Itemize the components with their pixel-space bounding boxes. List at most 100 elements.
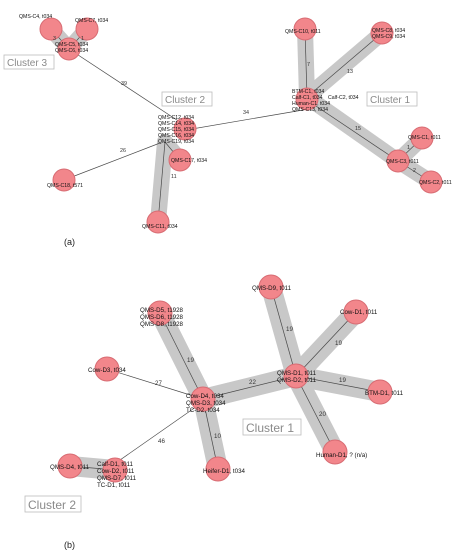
node-b-qms-d1-d2[interactable] <box>283 363 309 389</box>
node-label: QMS-D8, t1928 <box>140 321 184 328</box>
node-a-qms-c10[interactable] <box>293 17 317 41</box>
node-b-cow-d4-hub[interactable] <box>190 386 216 412</box>
edge-weight: 34 <box>243 110 249 116</box>
panel-label: (a) <box>64 237 75 247</box>
node-label: QMS-C1, t011 <box>408 135 441 141</box>
node-label: BTM-D1, t011 <box>365 390 404 397</box>
edge-weight: 19 <box>335 340 342 347</box>
node-label: QMS-C9, t034 <box>372 34 405 40</box>
node-b-qms-d5-d6-d8[interactable] <box>147 300 173 326</box>
node-a-qms-c7[interactable] <box>75 17 99 41</box>
node-a-cluster1-hub[interactable] <box>295 87 319 111</box>
edge-weight: 46 <box>158 438 165 445</box>
node-a-qms-c3[interactable] <box>386 149 410 173</box>
node-label: QMS-C18, t571 <box>47 183 83 189</box>
node-label: QMS-D7, t011 <box>97 475 137 482</box>
edge-weight: 1 <box>81 36 84 42</box>
node-label: QMS-C4, t034 <box>19 14 52 20</box>
cluster-label: Cluster 2 <box>28 498 76 512</box>
cluster-label: Cluster 1 <box>246 421 294 435</box>
node-label: TC-D1, t011 <box>97 482 131 489</box>
node-label: QMS-C16, t034 <box>158 133 194 139</box>
edge-weight: 2 <box>413 168 416 174</box>
edge-weight: 19 <box>286 326 293 333</box>
node-a-qms-c5-c6[interactable] <box>57 37 81 61</box>
edge-weight: 27 <box>155 380 162 387</box>
node-label: Cow-D2, t011 <box>97 468 135 475</box>
node-label: QMS-C2, t011 <box>419 180 452 186</box>
node-label: Cow-D4, t034 <box>186 393 224 400</box>
edge-weight: 19 <box>339 377 346 384</box>
node-label: TC-D2, t034 <box>186 407 220 414</box>
panel-label: (b) <box>64 540 75 550</box>
cluster-label: Cluster 1 <box>370 95 410 106</box>
edge-weight: 1 <box>407 145 410 151</box>
edge-weight: 7 <box>307 62 310 68</box>
node-b-heifer-d1[interactable] <box>205 456 231 482</box>
panel-b-edge-weights: 19 19 19 27 22 19 20 10 46 <box>155 326 346 445</box>
node-label: QMS-D3, t034 <box>186 400 226 407</box>
node-a-qms-c4[interactable] <box>39 17 63 41</box>
node-label: QMS-C6, t034 <box>55 48 88 54</box>
node-label: Calf-C2, t034 <box>328 95 359 101</box>
node-a-qms-c2[interactable] <box>419 170 443 194</box>
node-b-qms-d9[interactable] <box>258 274 284 300</box>
edge-weight: 26 <box>120 148 126 154</box>
node-label: QMS-C13, t034 <box>292 107 328 113</box>
node-label: QMS-C3, t011 <box>386 159 419 165</box>
node-a-cluster2-hub[interactable] <box>173 117 197 141</box>
node-label: Human-D1, ? (n/a) <box>316 452 367 459</box>
node-label: QMS-D5, t1928 <box>140 307 184 314</box>
node-b-qms-d4[interactable] <box>57 453 83 479</box>
node-label: QMS-C15, t034 <box>158 127 194 133</box>
node-label: QMS-C19, t034 <box>158 139 194 145</box>
node-label: QMS-C17, t034 <box>171 158 207 164</box>
cluster-label: Cluster 2 <box>165 95 205 106</box>
node-label: QMS-D2, t011 <box>277 377 317 384</box>
panel-a-node-labels: QMS-C4, t034 QMS-C7, t034 QMS-C5, t034 Q… <box>19 14 452 230</box>
node-label: Human-C1, t034 <box>292 101 330 107</box>
edge-weight: 15 <box>355 126 361 132</box>
node-label: QMS-C10, t011 <box>285 29 321 35</box>
panel-b-node-labels: QMS-D9, t011 QMS-D5, t1928 QMS-D6, t1928… <box>50 285 404 489</box>
panel-b-nodes <box>57 274 393 483</box>
panel-a-edge-weights: 3 1 39 34 7 13 15 26 11 1 2 <box>53 36 416 180</box>
cluster-label: Cluster 3 <box>7 58 47 69</box>
node-b-human-d1[interactable] <box>322 439 348 465</box>
node-label: Cow-D3, t034 <box>88 367 126 374</box>
node-label: Calf-C1, t034 <box>292 95 323 101</box>
node-a-qms-c11[interactable] <box>146 210 170 234</box>
panel-b-cluster-labels: Cluster 1 Cluster 2 <box>24 418 302 513</box>
node-label: QMS-D1, t011 <box>277 370 317 377</box>
node-b-cow-d1[interactable] <box>343 299 369 325</box>
node-label: QMS-C5, t034 <box>55 42 88 48</box>
node-label: QMS-C12, t034 <box>158 115 194 121</box>
panel-a-cluster-labels: Cluster 3 Cluster 2 Cluster 1 <box>3 54 418 107</box>
node-a-qms-c17[interactable] <box>168 148 192 172</box>
edge-weight: 10 <box>214 433 221 440</box>
edge-weight: 22 <box>249 379 256 386</box>
node-label: QMS-C11, t034 <box>142 224 178 230</box>
panel-a-nodes <box>39 17 443 234</box>
node-label: QMS-C7, t034 <box>75 18 108 24</box>
node-label: QMS-D6, t1928 <box>140 314 184 321</box>
panel-a: 3 1 39 34 7 13 15 26 11 1 2 QMS-C4, t034… <box>3 14 452 247</box>
node-label: QMS-C14, t034 <box>158 121 194 127</box>
node-b-btm-d1[interactable] <box>367 379 393 405</box>
node-a-qms-c8-c9[interactable] <box>370 21 394 45</box>
node-a-qms-c18[interactable] <box>52 168 76 192</box>
node-b-cow-d3[interactable] <box>94 356 120 382</box>
node-b-calf-d1-group[interactable] <box>102 457 128 483</box>
node-label: QMS-D9, t011 <box>252 285 292 292</box>
edge-weight: 39 <box>121 81 127 87</box>
node-label: Calf-D1, t011 <box>97 461 134 468</box>
node-label: QMS-C8, t034 <box>372 28 405 34</box>
node-a-qms-c1[interactable] <box>410 126 434 150</box>
node-label: Heifer-D1, t034 <box>203 468 246 475</box>
edge-weight: 13 <box>347 69 353 75</box>
panel-a-highlight-edges <box>43 21 439 230</box>
edge-weight: 11 <box>171 174 177 180</box>
edge-weight: 3 <box>53 36 56 42</box>
node-label: BTM-C1, t034 <box>292 89 324 95</box>
